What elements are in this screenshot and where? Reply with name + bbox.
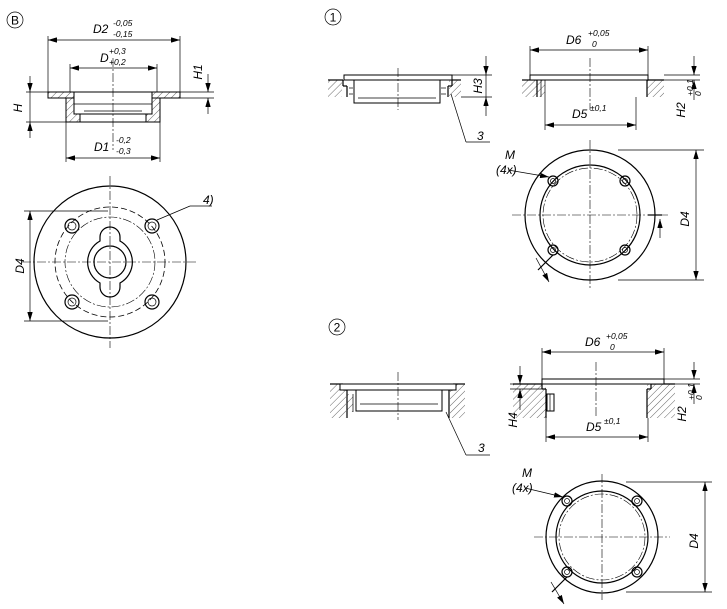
dim-d-lower: +0,2 <box>109 57 126 67</box>
dim-h3: H3 <box>471 78 485 94</box>
dim-d5-one: D5 <box>572 107 588 121</box>
dim-h2-one-lower: 0 <box>693 91 703 96</box>
dim-d6-one-upper: +0,05 <box>588 28 610 38</box>
dim-h2-one-upper: +0,1 <box>685 79 695 96</box>
view-1-badge-circle <box>324 8 342 26</box>
view-2-housing: D6 +0,05 0 D5 ±0,1 H4 H2 +0,1 0 <box>506 331 704 442</box>
dim-d6-two-upper: +0,05 <box>606 331 628 341</box>
ref-3-one: 3 <box>477 129 484 143</box>
view-b-top: D4 4) <box>13 176 214 348</box>
view-2-thread-holes <box>561 495 643 578</box>
dim-h4: H4 <box>506 412 520 428</box>
label-mcount-one: (4x) <box>496 163 517 177</box>
keyhole-opening <box>87 226 133 298</box>
view-1-installed: H3 3 <box>328 56 492 143</box>
ref-3-two: 3 <box>478 441 485 455</box>
dim-d1: D1 <box>94 140 109 154</box>
screw-holes <box>64 218 160 310</box>
dim-d6-one: D6 <box>566 33 582 47</box>
dim-d1-upper: -0,2 <box>116 135 131 145</box>
view-1-housing: D6 +0,05 0 D5 ±0,1 H2 +0,1 0 <box>522 28 703 130</box>
label-m-two: M <box>522 466 532 480</box>
dim-d2: D2 <box>93 22 109 36</box>
dim-d4-two: D4 <box>687 533 701 549</box>
view-2-badge-circle <box>328 318 346 336</box>
view-1-insert <box>353 79 441 104</box>
view-2-installed: 3 <box>330 372 490 456</box>
view-b-badge: B <box>11 14 19 28</box>
view-2-badge: 2 <box>334 321 341 335</box>
dim-d: D <box>100 51 109 65</box>
dim-h: H <box>11 103 25 112</box>
dim-d4-b: D4 <box>13 258 27 274</box>
view-1-top: M (4x) D4 <box>496 140 704 290</box>
dim-d1-lower: -0,3 <box>116 146 131 156</box>
dim-d5-two: D5 <box>586 420 602 434</box>
dim-h2-two-lower: 0 <box>694 395 704 400</box>
dim-d6-two: D6 <box>585 335 601 349</box>
dim-h2-two: H2 <box>675 406 689 422</box>
dim-d6-two-lower: 0 <box>610 342 615 352</box>
view-1: 1 H3 <box>324 8 704 290</box>
view-2-insert <box>355 389 443 412</box>
dim-d-upper: +0,3 <box>109 46 126 56</box>
dim-d2-upper: -0,05 <box>113 18 133 28</box>
view-1-thread-holes <box>547 175 631 256</box>
dim-d4-one: D4 <box>678 211 692 227</box>
view-2-top: M (4x) D4 <box>512 466 712 605</box>
dim-d5-two-tol: ±0,1 <box>604 416 621 426</box>
dim-h2-one: H2 <box>674 102 688 118</box>
dim-h1: H1 <box>191 64 205 79</box>
dim-d5-one-tol: ±0,1 <box>590 103 607 113</box>
dim-d6-one-lower: 0 <box>592 39 597 49</box>
label-mcount-two: (4x) <box>512 481 533 495</box>
view-b-badge-circle <box>6 11 24 29</box>
view-2: 2 3 <box>328 318 712 605</box>
dim-h2-two-upper: +0,1 <box>686 383 696 400</box>
note-4: 4) <box>203 193 214 207</box>
view-1-badge: 1 <box>330 11 337 25</box>
view-b-section: B D2 -0,05 -0,15 D +0,3 +0,2 D1 <box>6 11 214 162</box>
label-m-one: M <box>505 148 515 162</box>
dim-d2-lower: -0,15 <box>113 29 133 39</box>
